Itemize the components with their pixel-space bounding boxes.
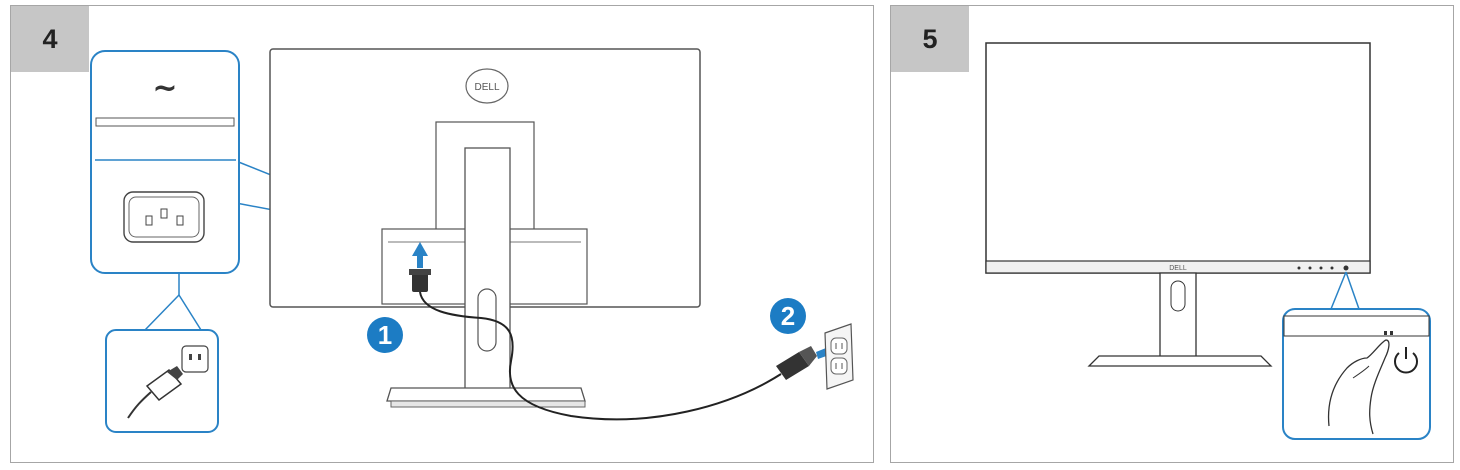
callout-2: 2 (770, 298, 806, 334)
finger-press-icon (1327, 339, 1390, 435)
step-4-panel: 4 DELL (10, 5, 874, 463)
arrow-up-icon (412, 242, 428, 268)
monitor-stand (386, 147, 586, 408)
power-button-icon (1394, 347, 1418, 374)
dell-logo-text: DELL (474, 82, 499, 93)
callout-1: 1 (367, 317, 403, 353)
step-5-panel: 5 DELL (890, 5, 1454, 463)
step-number: 4 (11, 6, 89, 72)
step-number: 5 (891, 6, 969, 72)
ac-symbol-icon: ~ (152, 71, 177, 106)
osd-button-4 (1330, 266, 1334, 270)
osd-button-1 (1297, 266, 1301, 270)
step-5-illustration: DELL (985, 42, 1431, 440)
step-4-illustration: DELL (90, 48, 854, 433)
monitor-front: DELL (985, 42, 1371, 274)
dell-logo-front: DELL (1169, 265, 1187, 272)
power-plug-connector (409, 269, 431, 292)
osd-button-2 (1308, 266, 1312, 270)
power-cable (419, 291, 782, 421)
monitor-stand-front (1087, 272, 1273, 367)
wall-outlet-icon (824, 323, 854, 390)
power-button-detail-box (1282, 308, 1431, 440)
ac-port-detail-box: ~ (90, 50, 240, 274)
plug-detail-box (105, 329, 219, 433)
osd-button-3 (1319, 266, 1323, 270)
dell-logo (465, 68, 509, 104)
power-socket-icon (123, 191, 205, 243)
callout-2-label: 2 (781, 301, 795, 331)
power-button (1343, 265, 1349, 271)
power-plug-icon (776, 346, 817, 380)
callout-1-label: 1 (378, 320, 392, 350)
